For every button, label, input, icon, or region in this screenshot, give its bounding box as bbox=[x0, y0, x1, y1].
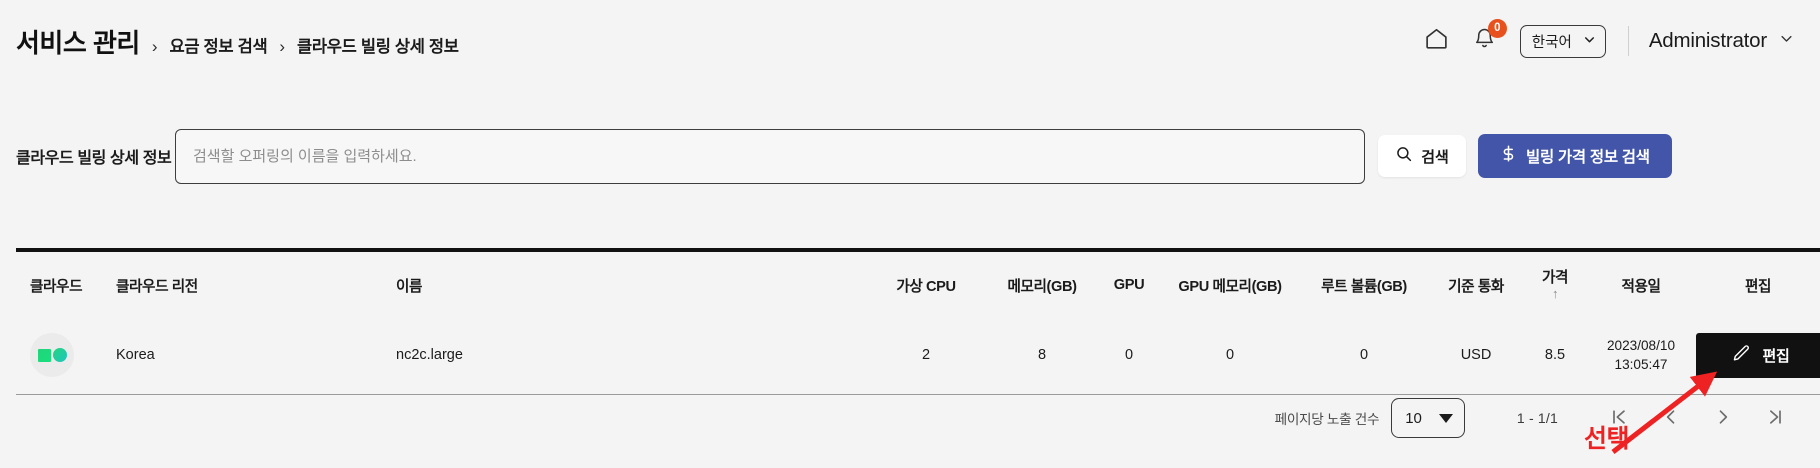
last-page-icon bbox=[1765, 407, 1785, 430]
column-header-gpu-memory[interactable]: GPU 메모리(GB) bbox=[1178, 278, 1282, 295]
billing-table: 클라우드 클라우드 리전 이름 가상 CPU 메모리(GB) GPU GPU 메… bbox=[16, 248, 1820, 395]
top-bar-divider bbox=[1627, 26, 1629, 56]
column-header-cloud[interactable]: 클라우드 bbox=[30, 278, 83, 295]
breadcrumb-separator-2: › bbox=[279, 36, 286, 56]
column-header-price[interactable]: 가격 ↑ bbox=[1524, 250, 1586, 317]
billing-table-container: 클라우드 클라우드 리전 이름 가상 CPU 메모리(GB) GPU GPU 메… bbox=[16, 248, 1820, 395]
pagination-range: 1 - 1/1 bbox=[1516, 410, 1558, 426]
pagination-bar: 페이지당 노출 건수 10 1 - 1/1 bbox=[0, 390, 1820, 446]
prev-page-icon bbox=[1661, 407, 1681, 430]
per-page-select[interactable]: 10 bbox=[1391, 398, 1465, 438]
cloud-icon-square bbox=[37, 348, 51, 362]
column-header-region[interactable]: 클라우드 리전 bbox=[116, 278, 198, 295]
cell-vcpu: 2 bbox=[921, 347, 931, 364]
billing-price-search-button[interactable]: 빌링 가격 정보 검색 bbox=[1478, 134, 1672, 178]
magnifier-icon bbox=[1395, 145, 1413, 167]
cell-memory: 8 bbox=[1037, 347, 1047, 364]
breadcrumb-separator-1: › bbox=[151, 36, 158, 56]
pagination-controls bbox=[1602, 401, 1792, 435]
billing-button-label: 빌링 가격 정보 검색 bbox=[1526, 149, 1650, 166]
top-bar: 서비스 관리 › 요금 정보 검색 › 클라우드 빌링 상세 정보 bbox=[0, 0, 1820, 82]
breadcrumb-item-1[interactable]: 요금 정보 검색 bbox=[169, 37, 268, 56]
edit-button[interactable]: 편집 bbox=[1696, 332, 1820, 378]
column-header-root-volume[interactable]: 루트 볼륨(GB) bbox=[1321, 278, 1407, 295]
sort-ascending-icon: ↑ bbox=[1551, 286, 1559, 302]
cell-gpu-memory: 0 bbox=[1225, 347, 1235, 364]
table-header-row: 클라우드 클라우드 리전 이름 가상 CPU 메모리(GB) GPU GPU 메… bbox=[16, 250, 1820, 317]
user-menu[interactable]: Administrator bbox=[1649, 29, 1794, 53]
column-header-currency[interactable]: 기준 통화 bbox=[1448, 278, 1504, 295]
table-header: 클라우드 클라우드 리전 이름 가상 CPU 메모리(GB) GPU GPU 메… bbox=[16, 250, 1820, 317]
search-button[interactable]: 검색 bbox=[1378, 135, 1466, 177]
bell-icon bbox=[1473, 27, 1496, 55]
table-row[interactable]: Korea nc2c.large 2 8 0 0 0 USD 8.5 2023/… bbox=[16, 317, 1820, 395]
column-header-price-label: 가격 bbox=[1541, 270, 1569, 286]
column-header-gpu[interactable]: GPU bbox=[1113, 277, 1145, 294]
breadcrumb-root[interactable]: 서비스 관리 bbox=[16, 27, 140, 58]
search-button-label: 검색 bbox=[1421, 148, 1449, 166]
cell-edit: 편집 bbox=[1696, 317, 1820, 395]
search-bar: 클라우드 빌링 상세 정보 검색 빌링 가격 정보 검색 bbox=[0, 120, 1820, 192]
column-header-memory[interactable]: 메모리(GB) bbox=[1007, 278, 1077, 295]
cell-region: Korea bbox=[116, 347, 155, 364]
search-label: 클라우드 빌링 상세 정보 bbox=[16, 150, 172, 167]
user-name: Administrator bbox=[1648, 29, 1767, 52]
chevron-down-icon bbox=[1583, 33, 1596, 50]
cell-root-volume: 0 bbox=[1359, 347, 1369, 364]
last-page-button[interactable] bbox=[1758, 401, 1792, 435]
applied-time-value: 13:05:47 bbox=[1614, 357, 1668, 373]
cloud-provider-icon bbox=[30, 333, 74, 378]
pencil-icon bbox=[1732, 344, 1751, 367]
table-body: Korea nc2c.large 2 8 0 0 0 USD 8.5 2023/… bbox=[16, 317, 1820, 395]
cell-cloud bbox=[16, 317, 116, 395]
search-input[interactable] bbox=[175, 128, 1365, 184]
dollar-icon bbox=[1500, 144, 1517, 168]
edit-button-label: 편집 bbox=[1762, 347, 1790, 365]
cloud-icon-circle bbox=[52, 348, 67, 363]
next-page-icon bbox=[1713, 407, 1733, 430]
notification-badge: 0 bbox=[1487, 19, 1507, 38]
next-page-button[interactable] bbox=[1706, 401, 1740, 435]
applied-date-value: 2023/08/10 bbox=[1606, 338, 1676, 354]
column-header-vcpu[interactable]: 가상 CPU bbox=[896, 278, 956, 295]
annotation-label: 선택 bbox=[1584, 425, 1630, 453]
chevron-down-icon bbox=[1438, 410, 1453, 427]
language-value: 한국어 bbox=[1531, 34, 1572, 51]
chevron-down-icon bbox=[1779, 31, 1794, 51]
per-page-label: 페이지당 노출 건수 bbox=[1274, 412, 1380, 427]
top-bar-actions: 0 한국어 Administrator bbox=[1416, 19, 1794, 62]
column-header-edit: 편집 bbox=[1744, 278, 1772, 295]
cell-price: 8.5 bbox=[1544, 347, 1566, 364]
cell-name: nc2c.large bbox=[396, 347, 463, 364]
breadcrumb: 서비스 관리 › 요금 정보 검색 › 클라우드 빌링 상세 정보 bbox=[16, 23, 459, 60]
language-select[interactable]: 한국어 bbox=[1519, 24, 1606, 58]
cell-gpu: 0 bbox=[1124, 347, 1134, 364]
cell-currency: USD bbox=[1460, 347, 1492, 364]
column-header-applied-date[interactable]: 적용일 bbox=[1621, 278, 1661, 295]
home-icon bbox=[1424, 26, 1449, 56]
breadcrumb-item-2[interactable]: 클라우드 빌링 상세 정보 bbox=[297, 37, 459, 56]
cell-applied-date: 2023/08/10 13:05:47 bbox=[1586, 317, 1696, 395]
notifications-button[interactable]: 0 bbox=[1464, 19, 1507, 62]
home-button[interactable] bbox=[1416, 20, 1458, 62]
per-page-value: 10 bbox=[1405, 409, 1422, 427]
column-header-name[interactable]: 이름 bbox=[396, 278, 423, 295]
previous-page-button[interactable] bbox=[1654, 401, 1688, 435]
